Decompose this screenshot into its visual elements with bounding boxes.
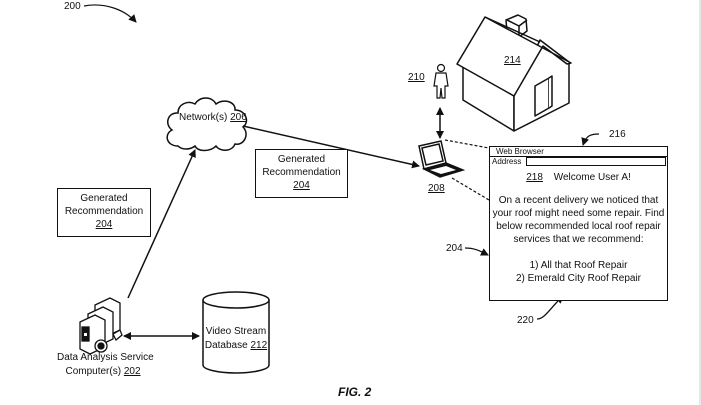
- database-line2: Database: [204, 340, 248, 351]
- web-browser-window: Web Browser Address 218 Welcome User A! …: [489, 146, 668, 301]
- address-input[interactable]: [526, 157, 666, 166]
- recommendation-list: 1) All that Roof Repair 2) Emerald City …: [490, 259, 667, 285]
- data-service-ref: 202: [123, 366, 141, 377]
- network-ref: 206: [230, 112, 247, 123]
- data-service-line1: Data Analysis Service: [57, 352, 154, 363]
- projection-line-bottom: [451, 177, 490, 201]
- network-label-text: Network(s): [179, 112, 228, 123]
- database-cylinder-icon: [202, 291, 270, 374]
- browser-ref: 216: [609, 129, 626, 140]
- person-icon: [433, 63, 449, 99]
- recommendation-box-left: Generated Recommendation 204: [57, 188, 151, 237]
- browser-recommendation-ref: 204: [446, 243, 463, 254]
- address-label: Address: [492, 157, 522, 166]
- recommendation-left-line2: Recommendation: [64, 206, 144, 217]
- browser-address-row: Address: [490, 157, 667, 167]
- database-label: Video Stream Database 212: [203, 325, 269, 353]
- message-line: On a recent delivery we noticed that: [498, 195, 659, 206]
- list-ref: 220: [517, 315, 534, 326]
- house-icon: [456, 14, 572, 132]
- house-ref: 214: [504, 55, 521, 66]
- laptop-icon: [418, 140, 466, 178]
- figure-ref-arrow: [83, 4, 137, 23]
- recommendation-mid-line2: Recommendation: [262, 167, 341, 178]
- recommendation-box-mid: Generated Recommendation 204: [255, 149, 348, 198]
- data-service-line2: Computer(s): [65, 366, 122, 377]
- browser-title-bar: Web Browser: [490, 147, 667, 157]
- recommendation-list-item[interactable]: 2) Emerald City Roof Repair: [515, 273, 642, 284]
- welcome-ref: 218: [526, 172, 543, 183]
- user-ref: 210: [408, 72, 425, 83]
- database-line1: Video Stream: [205, 326, 267, 337]
- laptop-ref: 208: [428, 183, 445, 194]
- recommendation-mid-ref: 204: [293, 180, 310, 191]
- recommendation-list-item[interactable]: 1) All that Roof Repair: [529, 260, 628, 271]
- recommendation-mid-line1: Generated: [277, 154, 326, 165]
- recommendation-left-line1: Generated: [80, 193, 128, 204]
- data-service-label: Data Analysis Service Computer(s) 202: [57, 351, 154, 379]
- network-label: Network(s) 206: [179, 112, 247, 124]
- message-line: your roof might need some repair. Find: [492, 208, 665, 219]
- network-to-laptop-arrow: [242, 125, 420, 169]
- message-line: services that we recommend:: [513, 234, 644, 245]
- figure-caption: FIG. 2: [338, 385, 372, 399]
- welcome-text: Welcome User A!: [553, 172, 631, 183]
- network-cloud-icon: [166, 97, 248, 152]
- recommendation-message: On a recent delivery we noticed that you…: [490, 194, 667, 246]
- database-ref: 212: [250, 340, 268, 351]
- message-line: below recommended local roof repair: [496, 221, 661, 232]
- page-edge-divider: [699, 0, 701, 405]
- server-computer-icon: [79, 297, 123, 355]
- figure-ref-number: 200: [64, 1, 81, 12]
- browser-ref-arrow: [581, 133, 600, 146]
- projection-line-top: [444, 139, 490, 149]
- welcome-line: 218 Welcome User A!: [490, 172, 667, 183]
- recommendation-ref-arrow: [464, 247, 489, 256]
- server-to-network-arrow: [127, 149, 196, 299]
- recommendation-left-ref: 204: [95, 219, 113, 230]
